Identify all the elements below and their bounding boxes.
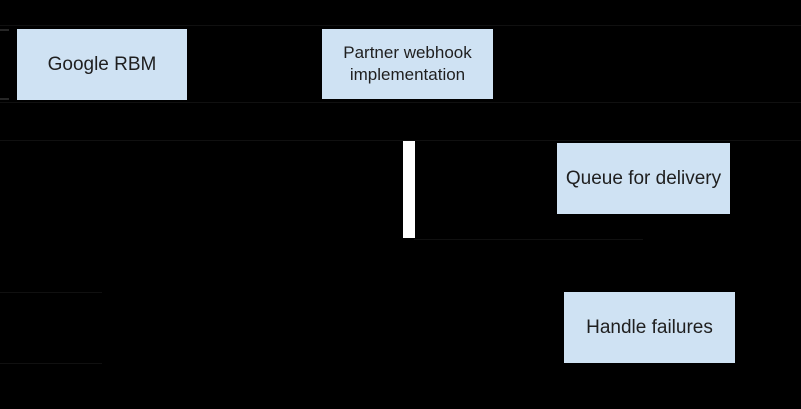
faint-line (0, 363, 102, 364)
faint-edge-mark (0, 98, 9, 100)
node-google-rbm: Google RBM (17, 29, 187, 100)
faint-arrow-line (414, 239, 643, 240)
node-partner-webhook-implementation: Partner webhook implementation (322, 29, 493, 99)
faint-line (0, 140, 801, 141)
node-handle-failures: Handle failures (564, 292, 735, 363)
node-queue-for-delivery: Queue for delivery (557, 143, 730, 214)
faint-line (0, 25, 801, 26)
faint-line (0, 292, 102, 293)
faint-line (0, 102, 801, 103)
faint-edge-mark (0, 29, 9, 31)
activation-bar (403, 140, 415, 238)
